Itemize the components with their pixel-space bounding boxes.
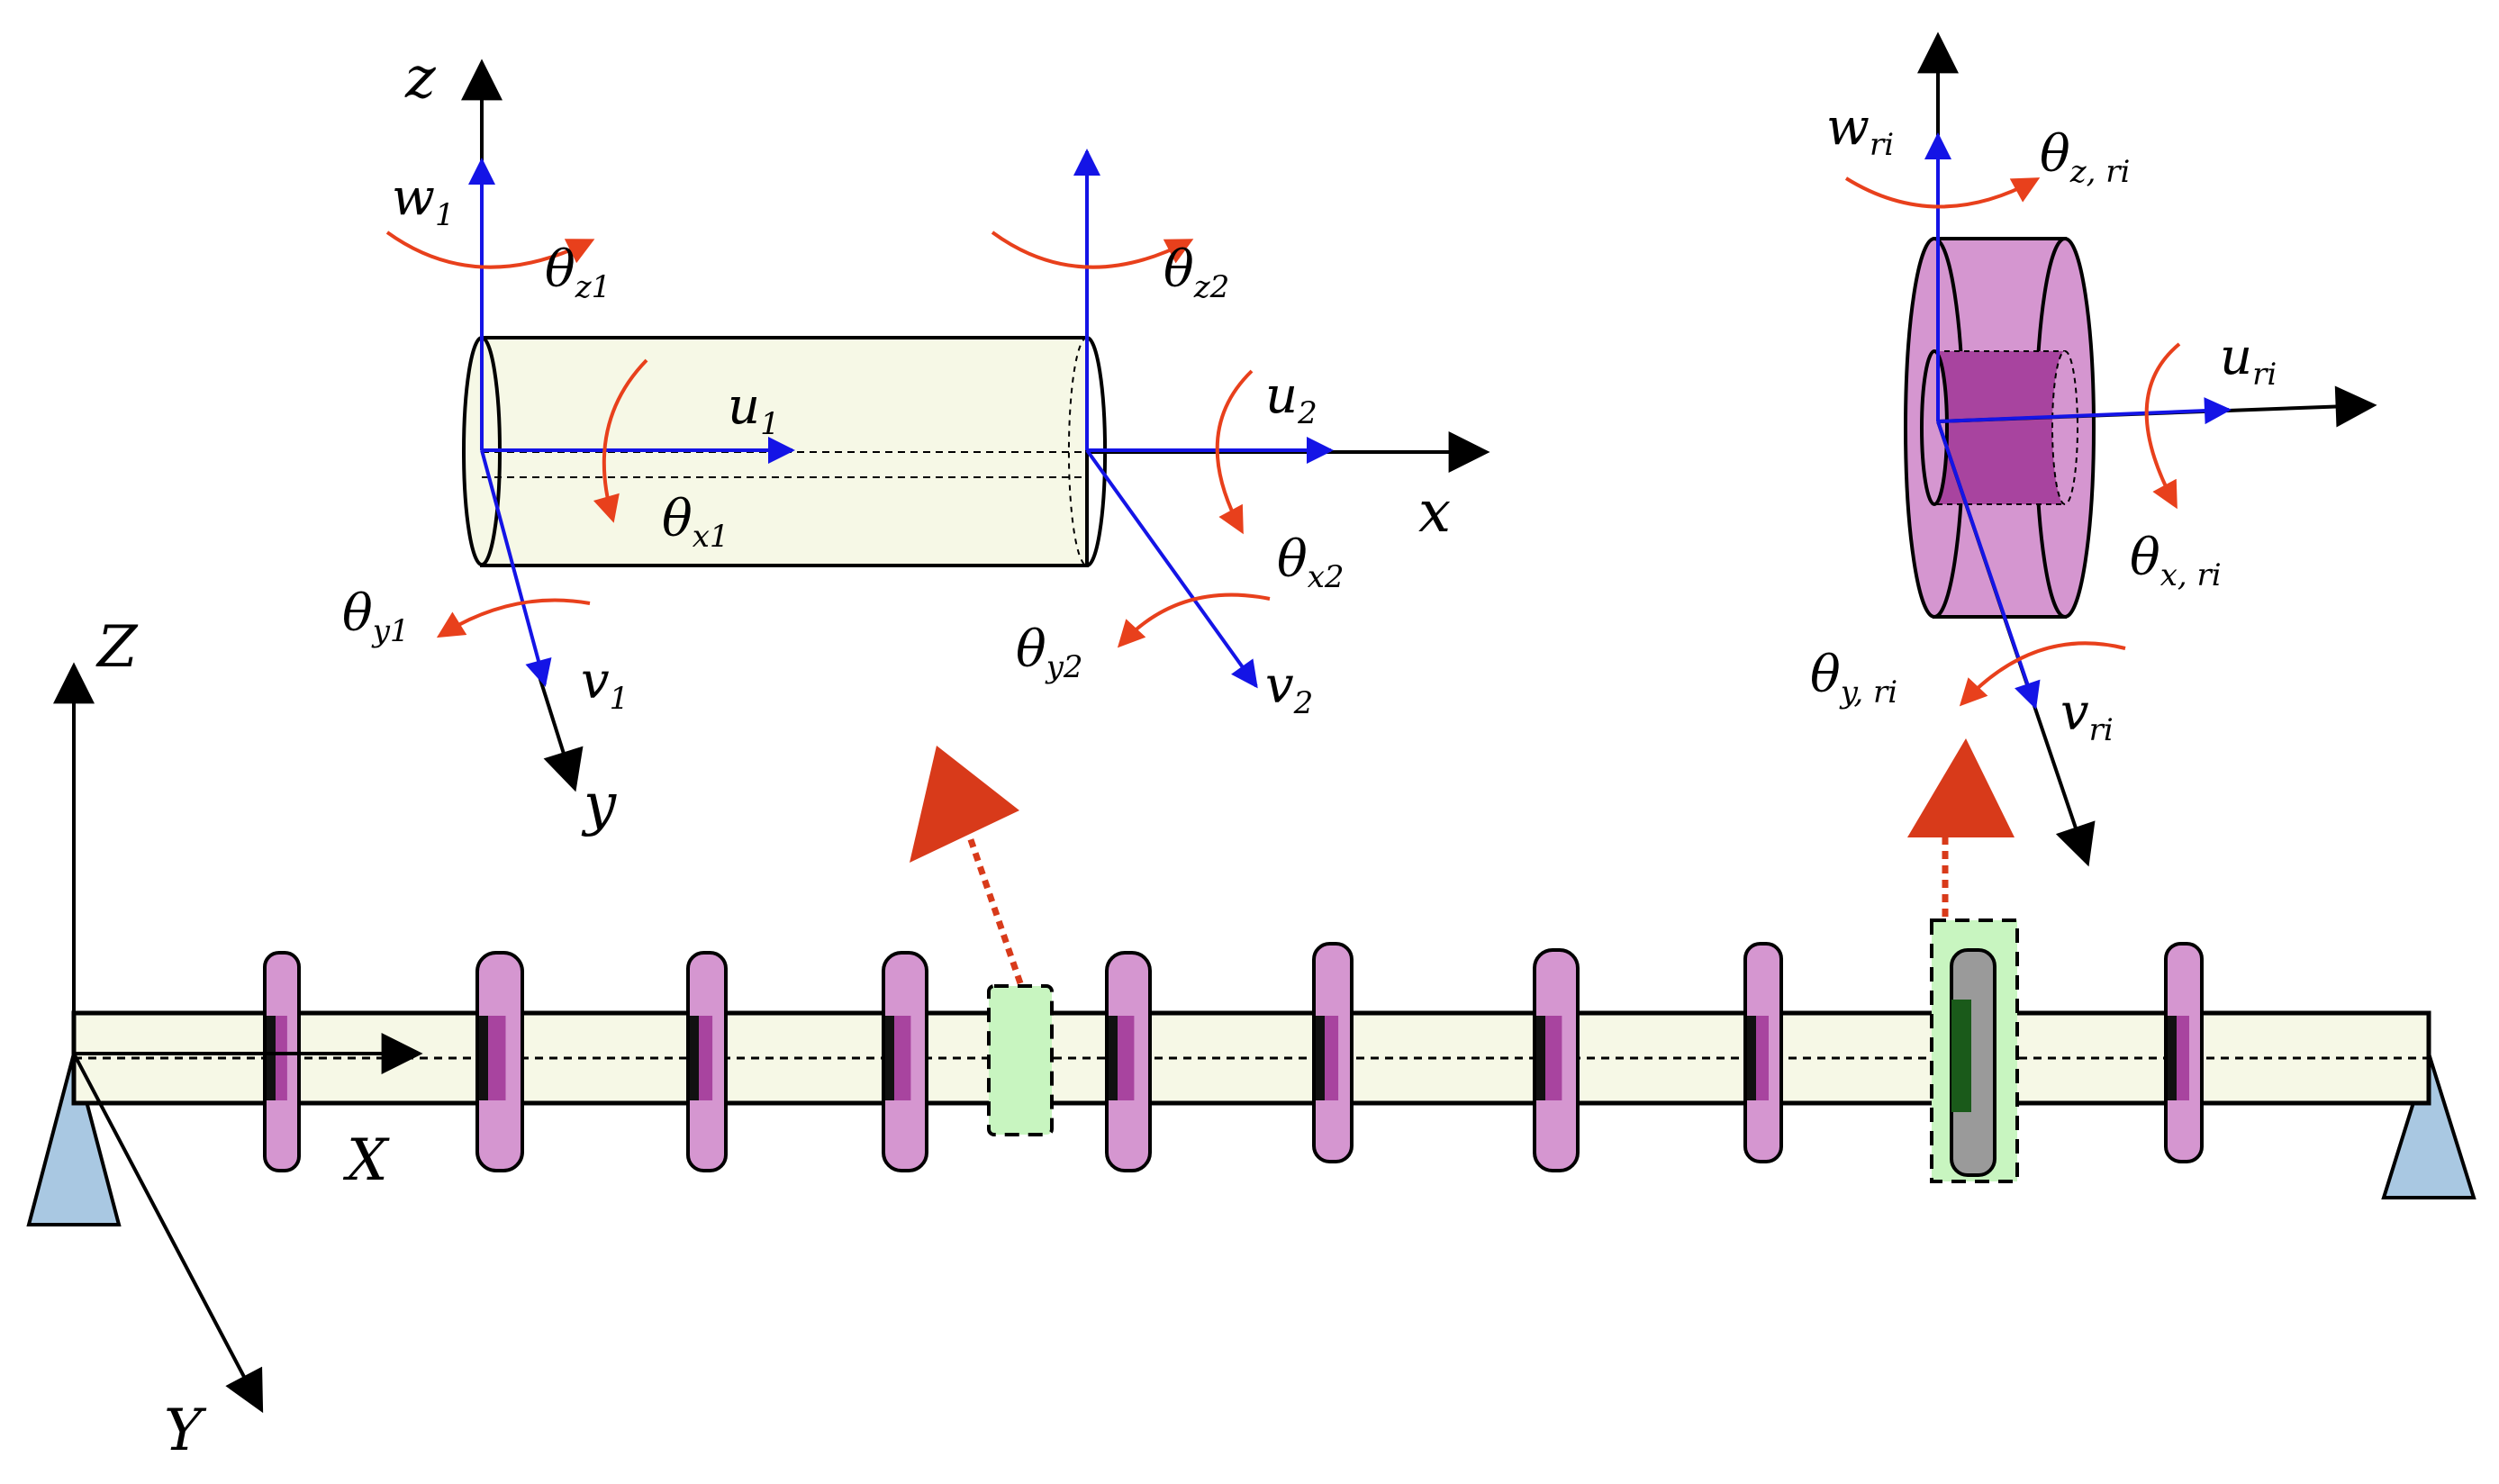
highlighted-disk <box>1930 918 2019 1183</box>
v2-label: v2 <box>1265 656 1313 721</box>
disk <box>686 951 728 1172</box>
disks <box>263 942 2204 1172</box>
global-axes: Z X Y <box>53 614 423 1464</box>
disk <box>882 951 928 1172</box>
local-x-label: x <box>1418 479 1451 546</box>
w1-label: w1 <box>392 168 455 233</box>
beam-element: z x y w1 u1 v1 u2 v2 θz1 θz2 θx1 θx2 θy1… <box>342 45 1490 838</box>
pointer-arrow-disk <box>1907 738 2015 837</box>
disk-element: wri θz, ri uri θx, ri θy, ri vri <box>1810 32 2377 867</box>
theta-y1-label: θy1 <box>342 584 410 649</box>
disk <box>2164 942 2204 1163</box>
theta-y2-label: θy2 <box>1016 620 1083 685</box>
u-ri-label: uri <box>2220 328 2277 393</box>
pointer-arrow-element <box>910 746 1019 863</box>
theta-z2-label: θz2 <box>1163 240 1229 305</box>
local-z-label: z <box>404 45 437 112</box>
theta-x1-label: θx1 <box>662 490 729 555</box>
theta-z-ri-label: θz, ri <box>2040 125 2130 190</box>
u2-label: u2 <box>1265 366 1317 431</box>
left-support <box>26 1046 122 1226</box>
u1-label: u1 <box>728 377 780 442</box>
disk <box>475 951 524 1172</box>
global-x-label: X <box>342 1127 390 1194</box>
w-ri-label: wri <box>1826 98 1894 163</box>
theta-y-ri-label: θy, ri <box>1810 646 1897 710</box>
v-ri-label: vri <box>2060 683 2114 748</box>
local-y-label: y <box>581 772 617 838</box>
disk <box>1533 948 1580 1172</box>
highlighted-shaft-element <box>987 984 1054 1136</box>
right-support <box>2381 1047 2476 1199</box>
disk <box>1743 942 1783 1163</box>
theta-x-ri-label: θx, ri <box>2130 529 2222 593</box>
theta-x2-label: θx2 <box>1277 530 1345 595</box>
shaft-assembly <box>26 918 2476 1226</box>
global-y-label: Y <box>164 1398 207 1464</box>
global-z-label: Z <box>95 614 139 681</box>
disk <box>1312 942 1354 1163</box>
theta-z1-label: θz1 <box>545 240 611 305</box>
disk <box>263 951 301 1172</box>
v1-label: v1 <box>581 652 629 717</box>
pointer-arrows <box>910 738 2015 985</box>
disk <box>1105 951 1152 1172</box>
